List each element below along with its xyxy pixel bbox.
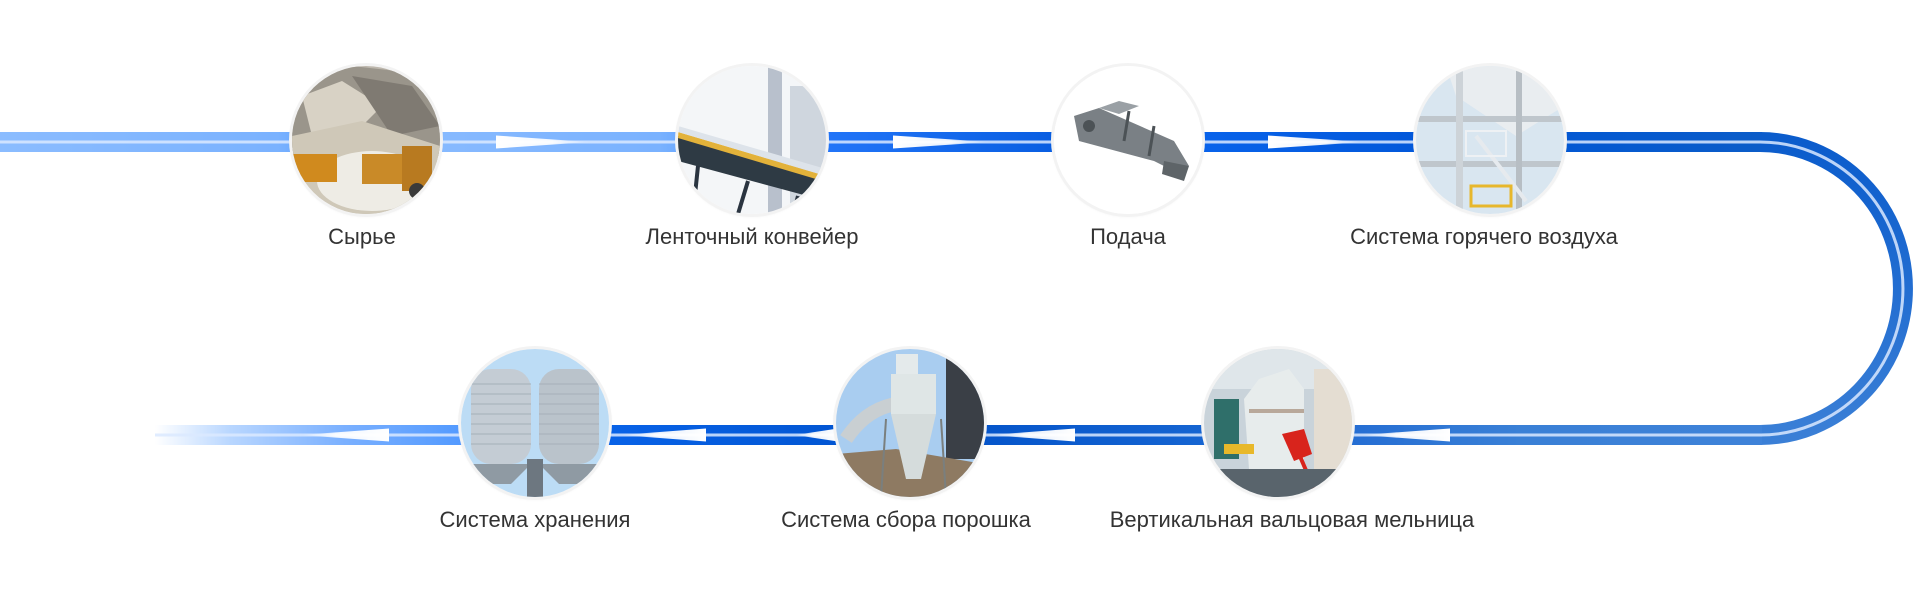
- arrow-right-icon: [893, 135, 990, 149]
- step-label[interactable]: Система хранения: [439, 507, 631, 532]
- storage-silos-image: [461, 349, 609, 497]
- vibrating-feeder-image: [1054, 66, 1202, 214]
- step-node-storage-system[interactable]: [461, 349, 609, 497]
- step-label[interactable]: Вертикальная вальцовая мельница: [1109, 507, 1475, 532]
- step-node-feeder[interactable]: [1054, 66, 1202, 214]
- step-node-vertical-roller-mill[interactable]: [1204, 349, 1352, 497]
- arrow-right-icon: [496, 135, 590, 149]
- hot-air-structure-image: [1416, 66, 1564, 214]
- pipe-highlight-top: [0, 140, 1762, 144]
- arrow-left-icon: [620, 428, 706, 442]
- quarry-trucks-image: [292, 66, 440, 214]
- arrow-left-icon: [300, 428, 389, 442]
- arrow-left-icon: [1360, 428, 1450, 442]
- step-label[interactable]: Система сбора порошка: [781, 507, 1031, 532]
- step-node-powder-collection[interactable]: [836, 349, 984, 497]
- belt-conveyor-image: [678, 66, 826, 214]
- arrow-right-icon: [1268, 135, 1365, 149]
- step-label[interactable]: Ленточный конвейер: [645, 224, 859, 249]
- pipe-u-turn: [1759, 132, 1913, 445]
- pipe-arc: [1759, 132, 1913, 445]
- pipe-arc-highlight: [1759, 140, 1905, 437]
- step-node-raw-material[interactable]: [292, 66, 440, 214]
- arrow-left-icon: [990, 428, 1075, 442]
- step-node-belt-conveyor[interactable]: [678, 66, 826, 214]
- vertical-roller-mill-image: [1204, 349, 1352, 497]
- cyclone-dust-collector-image: [836, 349, 984, 497]
- step-node-hot-air-system[interactable]: [1416, 66, 1564, 214]
- arrow-left-icon: [795, 428, 838, 442]
- flow-arrows: [300, 135, 1450, 442]
- step-label[interactable]: Система горячего воздуха: [1350, 224, 1618, 249]
- step-label[interactable]: Подача: [1090, 224, 1166, 249]
- step-label[interactable]: Сырье: [328, 224, 396, 249]
